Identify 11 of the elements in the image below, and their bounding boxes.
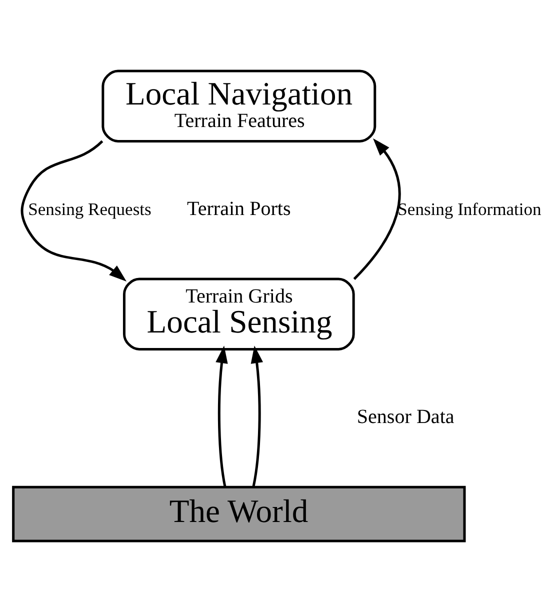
edge-label: Sensing Information	[398, 198, 542, 218]
label: Terrain Ports	[186, 197, 291, 220]
arrow	[250, 345, 264, 487]
node-box: Terrain Grids Local Sensing	[122, 277, 355, 350]
arrow	[20, 140, 127, 281]
arrow	[353, 138, 401, 280]
edge-label: Sensing Requests	[28, 198, 152, 218]
arrow	[216, 345, 228, 487]
node-box: The World	[12, 485, 466, 542]
label: Sensor Data	[356, 405, 454, 428]
node-box: Local Navigation Terrain Features	[102, 69, 376, 142]
